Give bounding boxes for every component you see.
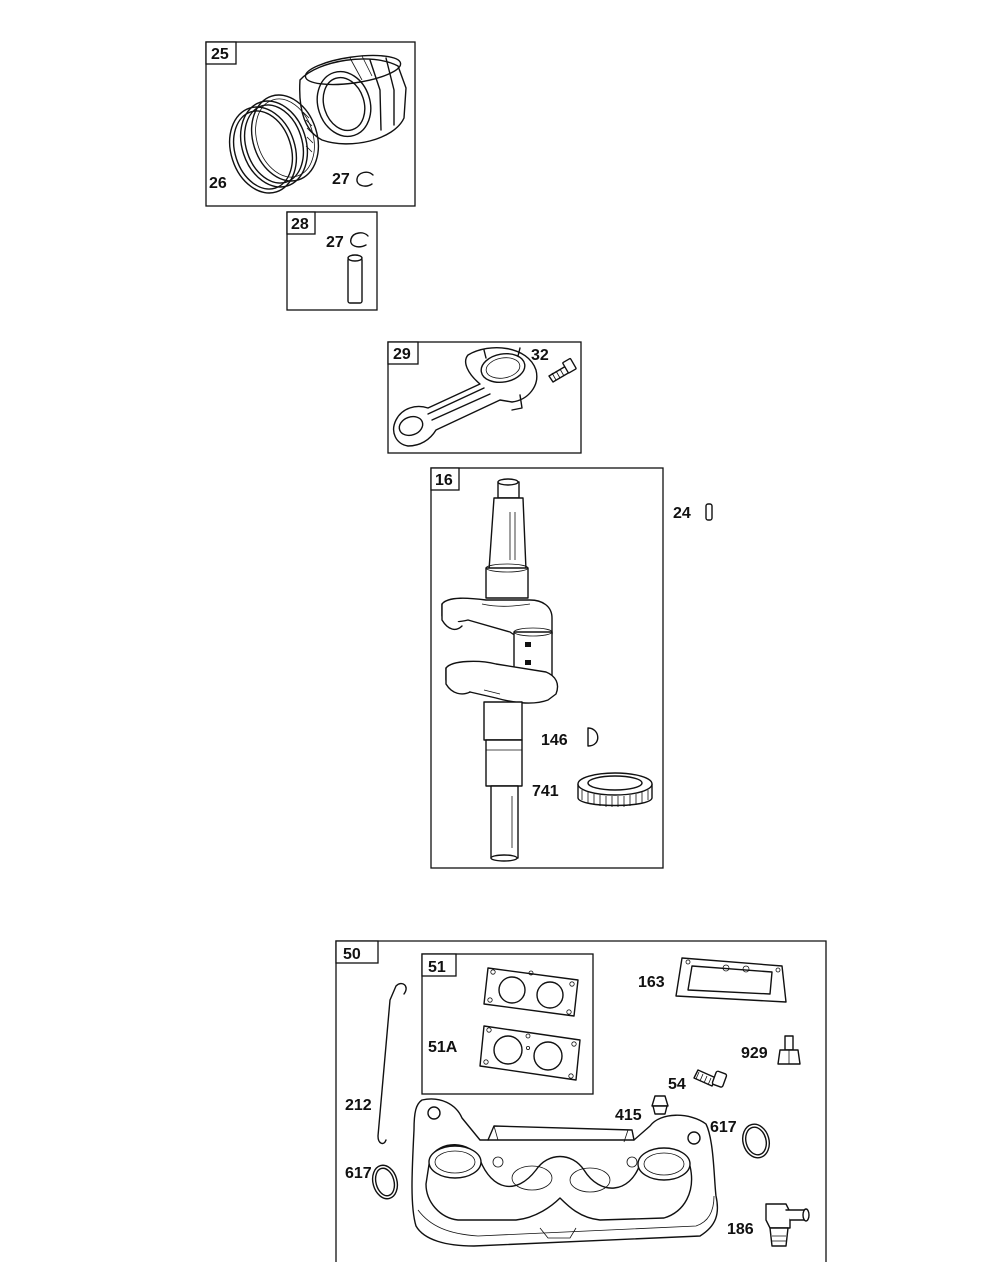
- timing-gear-label: 741: [532, 783, 559, 800]
- retainer-clip-pin: [350, 232, 369, 248]
- piston-rings-drawing: [228, 94, 320, 194]
- key-bottom-label: 146: [541, 732, 568, 749]
- crankshaft-ref: 16: [435, 472, 453, 489]
- gasket-lower-drawing: [479, 1025, 581, 1081]
- shaft-key: [705, 503, 713, 521]
- piston-assembly-box: 25 26 27: [205, 41, 416, 207]
- piston-drawing: [299, 54, 407, 145]
- oring-left-label: 617: [345, 1165, 372, 1182]
- woodruff-key: [587, 727, 599, 747]
- cover-gasket-drawing: [675, 957, 787, 1003]
- rod-screw-drawing: [548, 357, 577, 383]
- pin-assembly-ref: 28: [291, 216, 309, 233]
- gasket-upper-drawing: [483, 967, 579, 1017]
- timing-gear-drawing: [577, 772, 653, 807]
- connecting-rod-box: 29 32: [387, 341, 582, 454]
- elbow-186-drawing: [765, 1203, 810, 1247]
- manifold-body-drawing: [411, 1098, 719, 1247]
- screw-54-drawing: [693, 1069, 728, 1088]
- screw-54-label: 54: [668, 1076, 686, 1093]
- crankshaft-drawing: [441, 478, 559, 862]
- gasket-set-ref: 51: [428, 959, 446, 976]
- retainer-clip-top: [356, 171, 374, 187]
- plug-415-label: 415: [615, 1107, 642, 1124]
- oring-right-label: 617: [710, 1119, 737, 1136]
- link-212-label: 212: [345, 1097, 372, 1114]
- retainer-pin-label: 27: [326, 234, 344, 251]
- intake-manifold-box: 50 51 51A: [335, 940, 827, 1262]
- fitting-929-label: 929: [741, 1045, 768, 1062]
- fitting-929-drawing: [777, 1035, 801, 1065]
- intake-manifold-ref: 50: [343, 946, 361, 963]
- cover-gasket-label: 163: [638, 974, 665, 991]
- connecting-rod-drawing: [392, 347, 538, 447]
- rod-screw-label: 32: [531, 347, 549, 364]
- link-212-drawing: [377, 982, 407, 1145]
- rings-label: 26: [209, 175, 227, 192]
- oring-left-drawing: [371, 1164, 399, 1200]
- pin-assembly-box: 28 27: [286, 211, 378, 311]
- plug-415-drawing: [651, 1095, 669, 1115]
- piston-assembly-ref: 25: [211, 46, 229, 63]
- crankshaft-box: 16: [430, 467, 664, 869]
- connecting-rod-ref: 29: [393, 346, 411, 363]
- wrist-pin-drawing: [347, 254, 363, 304]
- gasket-51a-label: 51A: [428, 1039, 458, 1056]
- key-top-label: 24: [673, 505, 691, 522]
- gasket-set-box: 51 51A: [421, 953, 594, 1095]
- retainer-top-label: 27: [332, 171, 350, 188]
- oring-right-drawing: [741, 1123, 771, 1159]
- elbow-186-label: 186: [727, 1221, 754, 1238]
